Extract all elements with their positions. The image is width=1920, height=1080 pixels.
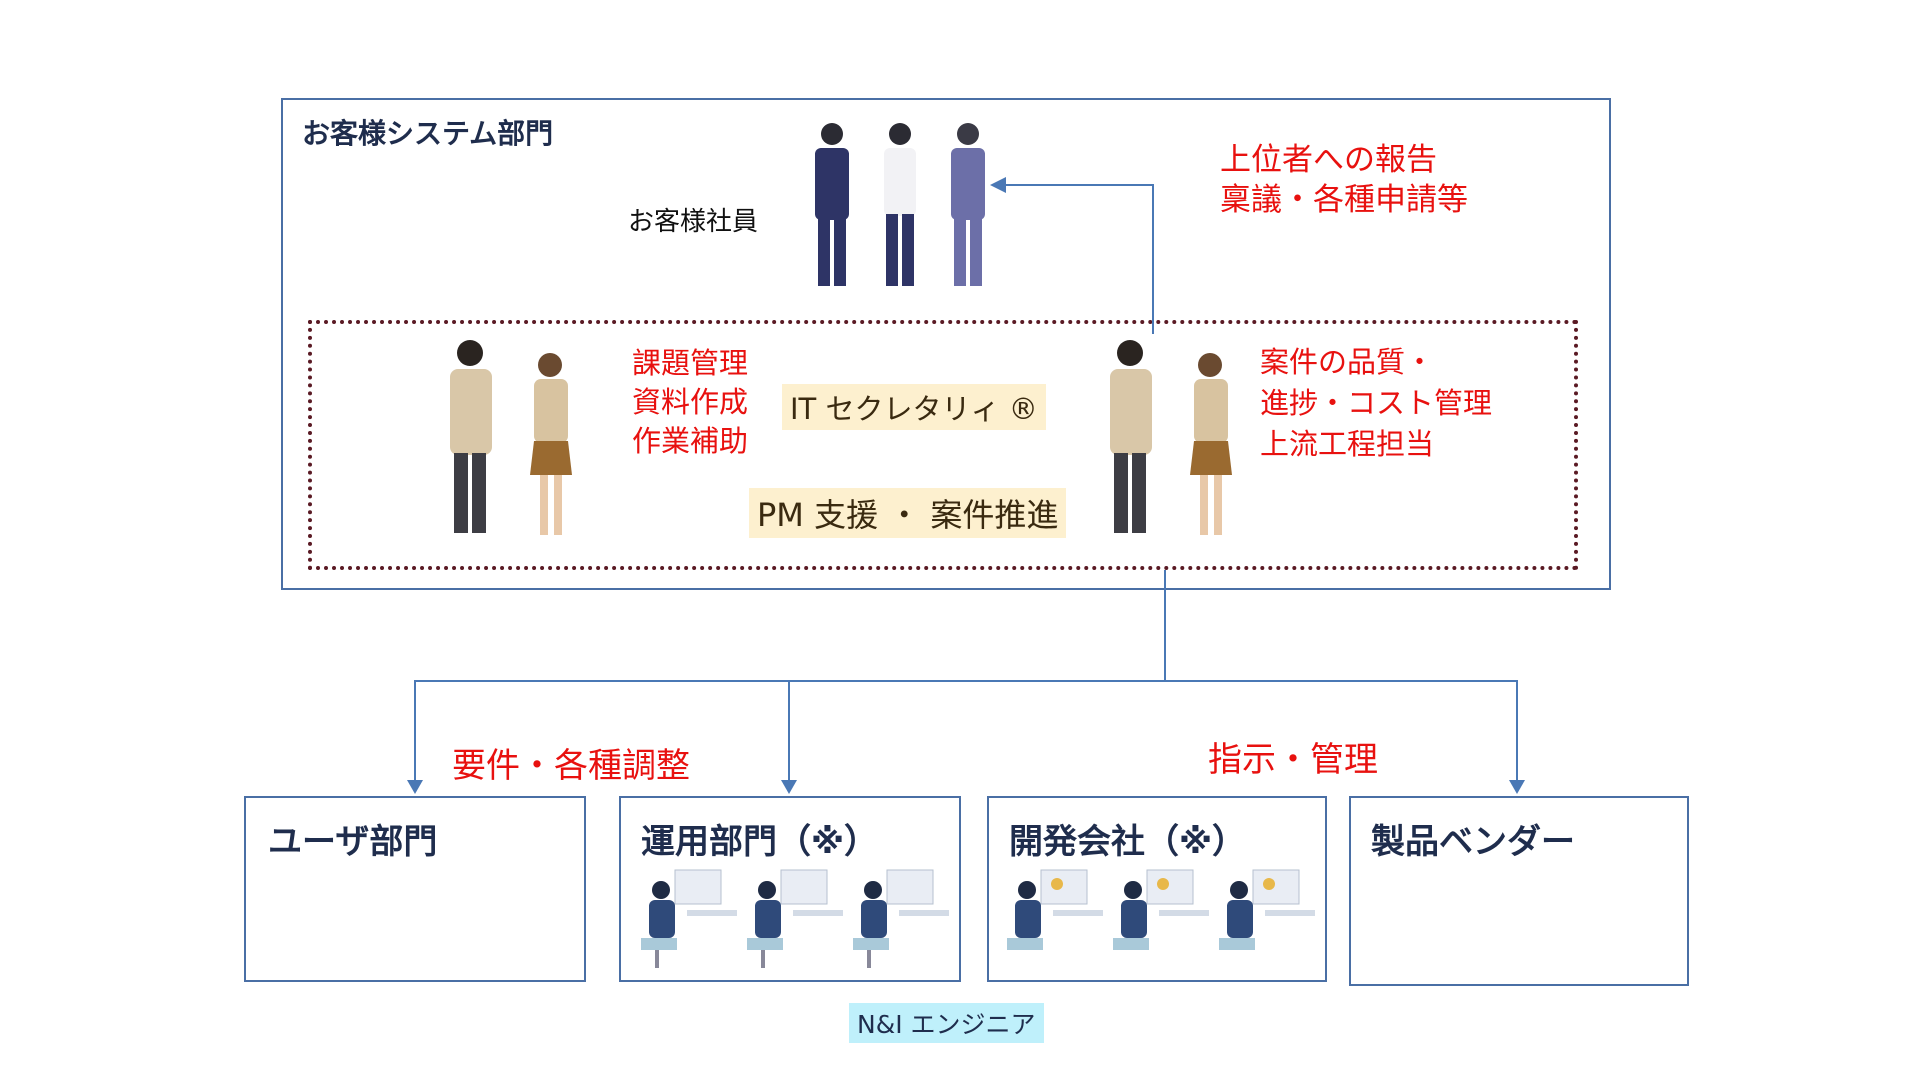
engineer-workstation-6 [1219,869,1315,950]
employee-figure-3 [951,123,985,286]
customer-employees-label: お客様社員 [628,207,759,237]
pm-label: PM 支援 ・ 案件推進 [749,488,1067,538]
dept-ops-name: 運用部門（※） [641,822,879,862]
engineer-workstation-4 [1007,869,1103,950]
pm-duties: 案件の品質・ 進捗・コスト管理 上流工程担当 [1260,342,1492,465]
ops-engineers-illustration [635,864,953,974]
relation-left-label: 要件・各種調整 [452,746,690,786]
engineer-label: N&I エンジニア [849,1003,1044,1043]
branch-ops [788,680,790,782]
arrowhead-vendor [1509,780,1525,794]
dept-dev-box: 開発会社（※） [987,796,1327,982]
employee-figure-2 [884,123,916,286]
dept-user-box: ユーザ部門 [244,796,586,982]
support-team-box [308,320,1578,570]
trunk-connector [1164,570,1166,682]
report-connector-horizontal [1002,184,1154,186]
pm-people-illustration [1100,335,1250,545]
engineer-workstation-5 [1113,869,1209,950]
dept-vendor-box: 製品ベンダー [1349,796,1689,986]
pm-duty-2: 進捗・コスト管理 [1260,386,1493,420]
branch-user [414,680,416,782]
report-text: 上位者への報告 稟議・各種申請等 [1220,140,1468,220]
engineer-workstation-3 [853,869,949,968]
secretary-task-3: 作業補助 [632,424,749,458]
branch-vendor [1516,680,1518,782]
customer-dept-title: お客様システム部門 [302,117,554,150]
report-connector-vertical [1152,184,1154,334]
secretary-tasks: 課題管理 資料作成 作業補助 [632,344,748,461]
report-arrowhead [990,177,1006,193]
dept-vendor-name: 製品ベンダー [1371,822,1575,862]
secretary-task-2: 資料作成 [632,385,749,419]
pm-duty-3: 上流工程担当 [1260,427,1435,461]
customer-employees-illustration [800,118,1000,293]
engineer-workstation-2 [747,869,843,968]
arrowhead-user [407,780,423,794]
report-line-1: 上位者への報告 [1220,142,1437,178]
secretary-task-1: 課題管理 [632,346,749,380]
engineer-workstation-1 [641,869,737,968]
dept-dev-name: 開発会社（※） [1009,822,1247,862]
secretary-label: IT セクレタリィ ® [782,384,1046,430]
dept-ops-box: 運用部門（※） [619,796,961,982]
arrowhead-ops [781,780,797,794]
distribution-connector [414,680,1518,682]
dept-user-name: ユーザ部門 [268,822,438,862]
relation-right-label: 指示・管理 [1208,740,1378,780]
pm-duty-1: 案件の品質・ [1260,345,1435,379]
secretary-people-illustration [440,335,590,545]
report-line-2: 稟議・各種申請等 [1220,182,1468,218]
dev-engineers-illustration [1001,864,1319,974]
employee-figure-1 [815,123,849,286]
